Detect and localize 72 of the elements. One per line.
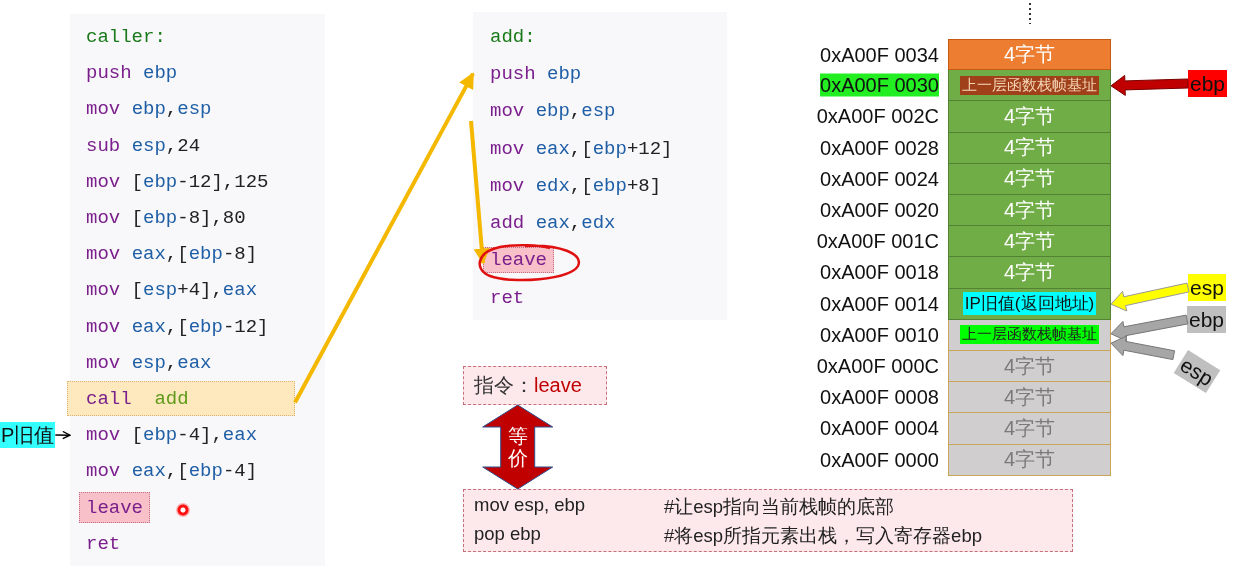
code-label: caller:	[86, 26, 166, 49]
code-line: mov eax,[ebp-12]	[86, 315, 269, 338]
code-line: mov edx,[ebp+8]	[490, 174, 662, 197]
memory-address: 0xA00F 0028	[820, 136, 939, 160]
block-arrow	[1110, 282, 1190, 312]
code-comment: #让esp指向当前栈帧的底部	[664, 494, 896, 519]
cell-text: 4字节	[1003, 228, 1056, 254]
memory-address: 0xA00F 0008	[820, 385, 939, 409]
code-panel	[473, 12, 727, 320]
code-line: mov [ebp-4],eax	[86, 424, 258, 447]
cell-text: 4字节	[1003, 447, 1056, 473]
code-line: mov ebp,esp	[86, 98, 212, 121]
cell-text: 4字节	[1003, 104, 1056, 129]
memory-address: 0xA00F 0004	[820, 417, 939, 440]
arrow	[469, 120, 490, 265]
code-line: mov esp, ebp	[474, 493, 587, 517]
arrow	[54, 430, 71, 440]
memory-address: 0xA00F 002C	[816, 105, 939, 128]
cell-text: 4字节	[1003, 384, 1056, 410]
cell-text: IP旧值(返回地址)	[962, 292, 1097, 316]
cell-text: 4字节	[1003, 353, 1056, 379]
instruction-box	[463, 366, 607, 405]
block-arrow	[1110, 335, 1176, 361]
register-label: ebp	[1187, 306, 1227, 333]
code-line: mov esp,eax	[86, 351, 212, 374]
register-label: esp	[1173, 350, 1221, 393]
highlight-label: P旧值	[0, 422, 56, 448]
register-label: esp	[1188, 274, 1226, 301]
code-label: add:	[490, 25, 536, 48]
memory-address: 0xA00F 0030	[820, 73, 939, 97]
code-comment: #将esp所指元素出栈，写入寄存器ebp	[664, 523, 983, 548]
memory-address: 0xA00F 0034	[820, 43, 939, 67]
code-line: sub esp,24	[86, 134, 201, 157]
code-line: mov eax,[ebp+12]	[490, 137, 673, 160]
code-line: mov [esp+4],eax	[86, 279, 258, 302]
cell-text: 4字节	[1003, 135, 1056, 161]
memory-address: 0xA00F 0020	[820, 198, 939, 222]
block-arrow	[1110, 314, 1189, 342]
code-line: mov eax,[ebp-8]	[86, 243, 258, 266]
instruction-text: 指令：	[474, 373, 534, 398]
code-line: mov ebp,esp	[490, 100, 616, 123]
memory-address: 0xA00F 0010	[820, 323, 939, 347]
code-line: mov eax,[ebp-4]	[86, 460, 258, 483]
code-line: ret	[86, 532, 121, 555]
code-line: push ebp	[490, 62, 582, 85]
memory-address: 0xA00F 0014	[820, 292, 939, 316]
code-line: add eax,edx	[490, 212, 616, 235]
instruction-text: leave	[534, 374, 582, 397]
cell-text: 上一层函数栈帧基址	[960, 325, 1099, 345]
code-panel	[70, 14, 325, 566]
block-arrow	[1110, 74, 1189, 96]
block-arrow	[482, 404, 554, 490]
cell-text: 上一层函数栈帧基址	[960, 75, 1099, 95]
cell-text: 4字节	[1003, 260, 1056, 285]
equivalent-code-box	[463, 489, 1073, 552]
cell-text: 4字节	[1003, 416, 1056, 441]
memory-address: 0xA00F 000C	[816, 354, 939, 378]
cell-text: 4字节	[1003, 166, 1056, 192]
code-line: mov [ebp-12],125	[86, 170, 269, 193]
code-line: pop ebp	[474, 522, 542, 546]
code-line: push ebp	[86, 62, 178, 85]
memory-address: 0xA00F 001C	[816, 229, 939, 253]
register-label: ebp	[1188, 70, 1228, 97]
memory-address: 0xA00F 0000	[820, 448, 939, 472]
code-line: mov [ebp-8],80	[86, 207, 246, 230]
cell-text: 4字节	[1003, 42, 1056, 68]
memory-address: 0xA00F 0024	[820, 167, 939, 191]
code-line: ret	[490, 286, 525, 309]
arrow	[293, 72, 475, 404]
cell-text: 4字节	[1003, 197, 1056, 223]
edge-label: 等价	[507, 425, 528, 469]
memory-address: 0xA00F 0018	[820, 261, 939, 284]
